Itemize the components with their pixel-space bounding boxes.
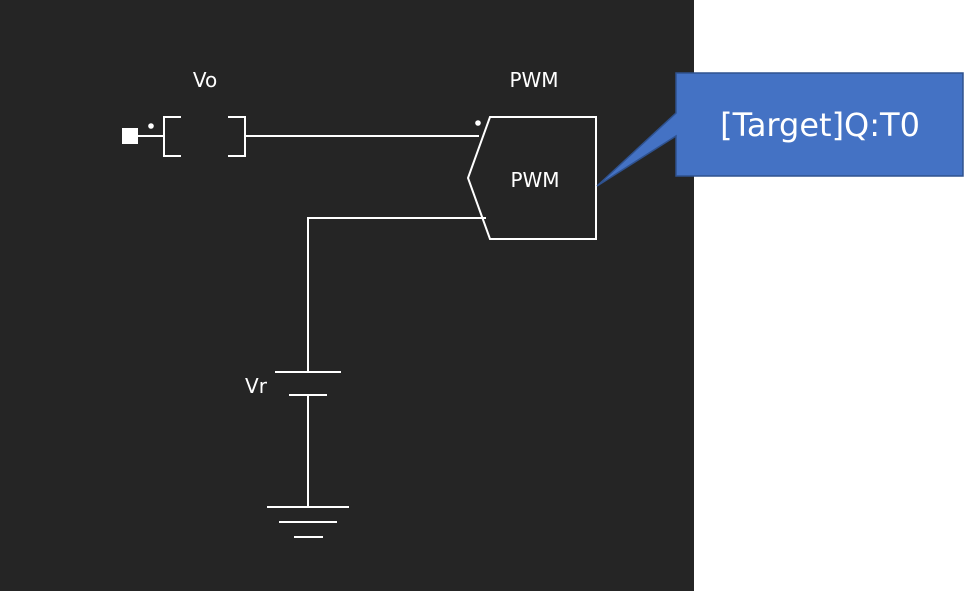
output-terminal-square[interactable] <box>122 128 138 144</box>
schematic-canvas <box>0 0 694 591</box>
output-label: Vo <box>193 68 217 92</box>
output-left-bracket <box>163 116 181 157</box>
pwm-block-title: PWM <box>509 68 558 92</box>
pwm-polarity-dot <box>475 120 481 126</box>
callout-text: [Target]Q:T0 <box>720 106 920 144</box>
callout-box[interactable] <box>596 72 964 187</box>
pwm-block-inner-label: PWM <box>510 168 559 192</box>
wire-pwm-to-source <box>307 217 486 373</box>
source-label: Vr <box>245 374 268 398</box>
pwm-block[interactable] <box>466 116 597 240</box>
output-polarity-dot <box>148 123 154 129</box>
